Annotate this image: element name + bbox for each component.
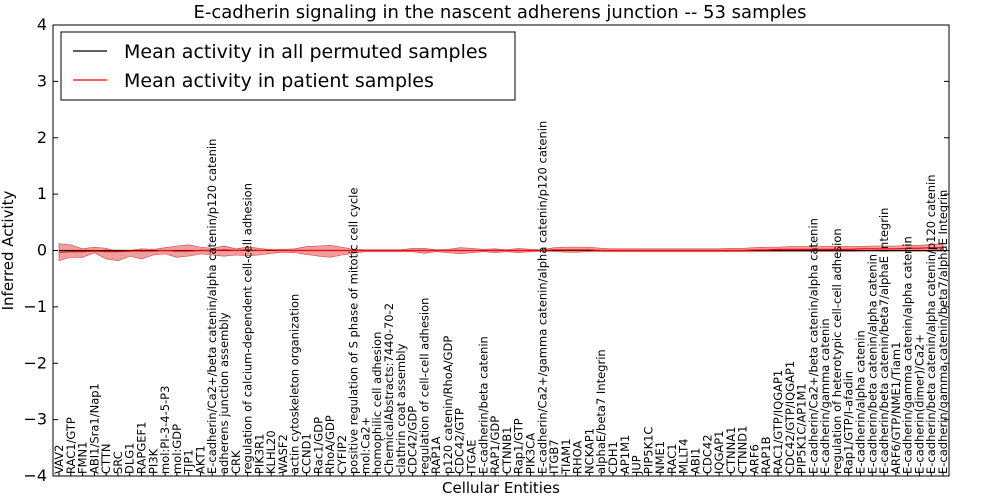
x-tick-label: FMN1 — [76, 442, 90, 474]
x-tick-label: E-cadherin/Ca2+/beta catenin/alpha caten… — [205, 139, 219, 474]
x-tick-label: Rap1/GTP — [512, 418, 526, 474]
y-tick-label: −2 — [23, 353, 47, 372]
x-tick-label: JUP — [630, 455, 644, 475]
x-tick-label: E-cadherin(dimer)/Ca2+ — [912, 334, 926, 474]
x-tick-label: CTNNB1 — [500, 427, 514, 474]
x-tick-label: E-cadherin/alpha catenin — [853, 330, 867, 474]
x-tick-label: SRC — [111, 451, 125, 474]
x-tick-label: E-cadherin/gamma catenin/alpha catenin — [901, 236, 915, 474]
x-tick-label: AP1M1 — [618, 435, 632, 474]
x-tick-label: PIK3CA — [523, 433, 537, 474]
x-tick-label: CRK — [229, 450, 243, 474]
x-tick-label: homophilic cell adhesion — [370, 332, 384, 474]
y-tick-label: 0 — [37, 241, 47, 260]
x-tick-label: mol:Ca2+ — [358, 417, 372, 474]
x-tick-label: IQGAP1 — [712, 431, 726, 474]
x-tick-label: CDC42 — [700, 434, 714, 474]
x-tick-label: PIP5K1C/AP1M1 — [795, 383, 809, 474]
x-tick-label: regulation of calcium-dependent cell-cel… — [241, 183, 255, 474]
patient-band — [58, 243, 944, 262]
y-tick-label: 1 — [37, 184, 47, 203]
x-tick-label: ABI1/Sra1/Nap1 — [87, 383, 101, 474]
x-tick-label: mol:PI-3-4-5-P3 — [158, 386, 172, 474]
x-tick-label: E-cadherin/beta catenin — [476, 336, 490, 474]
x-tick-label: E-cadherin/beta catenin/alpha catenin/p1… — [924, 175, 938, 475]
x-tick-label: Rac1/GDP — [311, 417, 325, 474]
x-tick-label: PIP5K1C — [641, 427, 655, 474]
y-axis: −4 −3 −2 −1 0 1 2 3 4 — [23, 15, 949, 485]
y-axis-label: Inferred Activity — [0, 190, 17, 310]
x-tick-label: CTTN — [99, 444, 113, 474]
x-tick-label: ARF6/GTP/NME1/Tiam1 — [889, 342, 903, 474]
x-tick-label: RhoA/GDP — [323, 415, 337, 474]
x-tick-label: NCKAP1 — [582, 428, 596, 474]
x-tick-label: regulation of cell-cell adhesion — [417, 298, 431, 474]
x-tick-label: CDH1 — [606, 441, 620, 474]
x-tick-label: CDC42/GTP — [453, 408, 467, 474]
x-tick-label: RAPGEF1 — [135, 422, 149, 474]
x-tick-label: E-cadherin/Ca2+/beta catenin/alpha caten… — [806, 218, 820, 474]
x-tick-label: CYFIP2 — [335, 435, 349, 474]
x-tick-label: E-cadherin/beta catenin/beta7/alphaE Int… — [877, 208, 891, 474]
x-tick-label: clathrin coat assembly — [394, 343, 408, 474]
x-tick-label: E-cadherin/gamma catenin — [818, 318, 832, 474]
x-tick-label: RAP1B — [759, 436, 773, 474]
x-axis: VAV2RAC1/GTPFMN1ABI1/Sra1/Nap1CTTNSRCDLG… — [52, 121, 950, 476]
x-tick-label: ITGAE — [465, 440, 479, 474]
x-tick-label: ABI1 — [688, 448, 702, 474]
x-tick-label: actin cytoskeleton organization — [288, 294, 302, 474]
x-tick-label: KLHL20 — [264, 430, 278, 474]
y-tick-label: 3 — [37, 71, 47, 90]
x-tick-label: DLG1 — [123, 443, 137, 475]
y-tick-label: −4 — [23, 466, 47, 485]
legend-label-permuted: Mean activity in all permuted samples — [124, 41, 487, 63]
chart-title: E-cadherin signaling in the nascent adhe… — [193, 2, 806, 23]
y-tick-label: 4 — [37, 15, 47, 34]
x-tick-label: alphaE/beta7 Integrin — [594, 349, 608, 474]
y-tick-label: −3 — [23, 410, 47, 429]
x-tick-label: ChemicalAbstracts:7440-70-2 — [382, 303, 396, 474]
x-tick-label: CTNNA1 — [724, 427, 738, 474]
x-tick-label: TIAM1 — [559, 438, 573, 475]
x-tick-label: RAC1 — [665, 443, 679, 474]
x-tick-label: Rap1/GTP/I-afadin — [842, 371, 856, 474]
x-axis-label: Cellular Entities — [442, 479, 560, 497]
y-tick-label: −1 — [23, 297, 47, 316]
x-tick-label: AKT1 — [193, 445, 207, 474]
x-tick-label: RHOA — [571, 441, 585, 474]
x-tick-label: regulation of heterotypic cell-cell adhe… — [830, 228, 844, 474]
x-tick-label: E-cadherin/beta catenin/alpha catenin — [865, 254, 879, 474]
x-tick-label: CDC42/GTP/IQGAP1 — [783, 361, 797, 474]
x-tick-label: NME1 — [653, 441, 667, 474]
x-tick-label: WASF2 — [276, 434, 290, 474]
x-tick-label: RAC1/GTP — [64, 417, 78, 474]
x-tick-label: RAP1/GDP — [488, 416, 502, 474]
x-tick-label: mol:GDP — [170, 424, 184, 474]
x-tick-label: E-cadherin/gamma catenin/beta7/alphaE In… — [936, 190, 950, 474]
legend-box — [60, 31, 516, 101]
x-tick-label: MLLT4 — [677, 439, 691, 475]
x-tick-label: E-cadherin/Ca2+/gamma catenin/alpha cate… — [535, 121, 549, 474]
x-tick-label: ITGB7 — [547, 439, 561, 474]
x-tick-label: PIK3R1 — [252, 434, 266, 475]
x-tick-label: VAV2 — [52, 445, 66, 474]
x-tick-label: RAC1/GTP/IQGAP1 — [771, 370, 785, 474]
x-tick-label: RAP1A — [429, 436, 443, 474]
x-tick-label: TJP1 — [182, 449, 196, 475]
x-tick-label: ARF6 — [747, 444, 761, 474]
legend-label-patient: Mean activity in patient samples — [124, 70, 434, 92]
series-line-patient — [58, 247, 943, 253]
plot-area — [58, 243, 944, 262]
x-tick-label: p120 catenin/RhoA/GDP — [441, 336, 455, 474]
x-tick-label: positive regulation of S phase of mitoti… — [347, 188, 361, 474]
x-tick-label: CDC42/GDP — [406, 406, 420, 474]
x-tick-label: CTNND1 — [736, 426, 750, 474]
x-tick-label: adherens junction assembly — [217, 312, 231, 474]
legend: Mean activity in all permuted samples Me… — [60, 31, 516, 101]
x-tick-label: PI3K — [146, 448, 160, 474]
y-tick-label: 2 — [37, 128, 47, 147]
x-tick-label: CCND1 — [300, 433, 314, 474]
